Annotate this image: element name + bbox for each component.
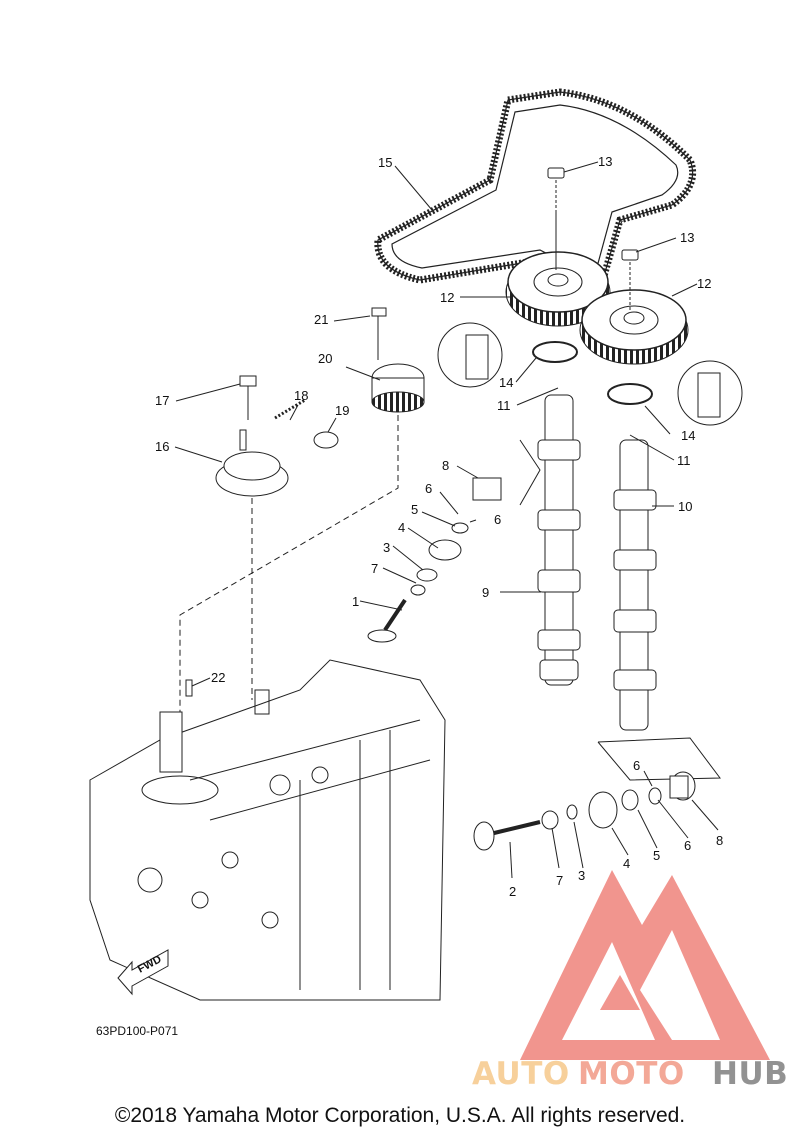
camshaft-intake: [537, 394, 581, 686]
callout-6-exhaust-b: 6: [684, 838, 691, 853]
belt-tensioner: [215, 307, 425, 497]
valve-train-exhaust: [473, 771, 696, 851]
callout-15: 15: [378, 155, 392, 170]
callout-13-lower: 13: [680, 230, 694, 245]
pulley-bolt-lower: [621, 249, 639, 310]
timing-belt: [374, 88, 697, 296]
watermark-hub: HUB: [712, 1056, 788, 1092]
callout-2: 2: [509, 884, 516, 899]
callout-5-exhaust: 5: [653, 848, 660, 863]
callout-4-exhaust: 4: [623, 856, 630, 871]
callout-6-intake-a: 6: [425, 481, 432, 496]
callout-21: 21: [314, 312, 328, 327]
callout-6-exhaust-a: 6: [633, 758, 640, 773]
oil-seal-right: [607, 383, 653, 405]
callout-10: 10: [678, 499, 692, 514]
callout-12-upper: 12: [440, 290, 454, 305]
cylinder-head-block: [89, 659, 446, 1001]
watermark-auto: AUTO: [472, 1056, 570, 1092]
watermark-moto: MOTO: [578, 1056, 685, 1092]
oil-seal-left: [532, 341, 578, 363]
callout-7-intake: 7: [371, 561, 378, 576]
cam-pulley-lower: [579, 289, 689, 365]
callout-8-exhaust: 8: [716, 833, 723, 848]
callout-17: 17: [155, 393, 169, 408]
leader-lines: [174, 161, 719, 879]
pulley-bolt-upper: [547, 167, 565, 270]
callout-14-left: 14: [499, 375, 513, 390]
callout-labels: 1 2 3 3 4 4 5 5 6 6 6 6 7 7 8 8 9 10 11 …: [155, 154, 723, 899]
valve-train-intake: [367, 477, 502, 643]
callout-6-intake-b: 6: [494, 512, 501, 527]
callout-4-intake: 4: [398, 520, 405, 535]
callout-18: 18: [294, 388, 308, 403]
callout-14-right: 14: [681, 428, 695, 443]
watermark-text: AUTO MOTO HUB: [472, 1056, 788, 1092]
callout-11-right: 11: [677, 453, 691, 468]
callout-12-lower: 12: [697, 276, 711, 291]
copyright-notice: ©2018 Yamaha Motor Corporation, U.S.A. A…: [114, 1104, 686, 1127]
callout-3-exhaust: 3: [578, 868, 585, 883]
callout-3-intake: 3: [383, 540, 390, 555]
callout-7-exhaust: 7: [556, 873, 563, 888]
callout-13-upper: 13: [598, 154, 612, 169]
callout-19: 19: [335, 403, 349, 418]
callout-5-intake: 5: [411, 502, 418, 517]
callout-22: 22: [211, 670, 225, 685]
callout-8-intake: 8: [442, 458, 449, 473]
watermark-logo: [520, 870, 770, 1060]
callout-9: 9: [482, 585, 489, 600]
camshaft-exhaust: [613, 439, 657, 731]
callout-16: 16: [155, 439, 169, 454]
cam-pulley-upper: [505, 251, 611, 327]
diagram-code: 63PD100-P071: [96, 1024, 178, 1038]
callout-20: 20: [318, 351, 332, 366]
callout-11-left: 11: [497, 398, 511, 413]
callout-1: 1: [352, 594, 359, 609]
